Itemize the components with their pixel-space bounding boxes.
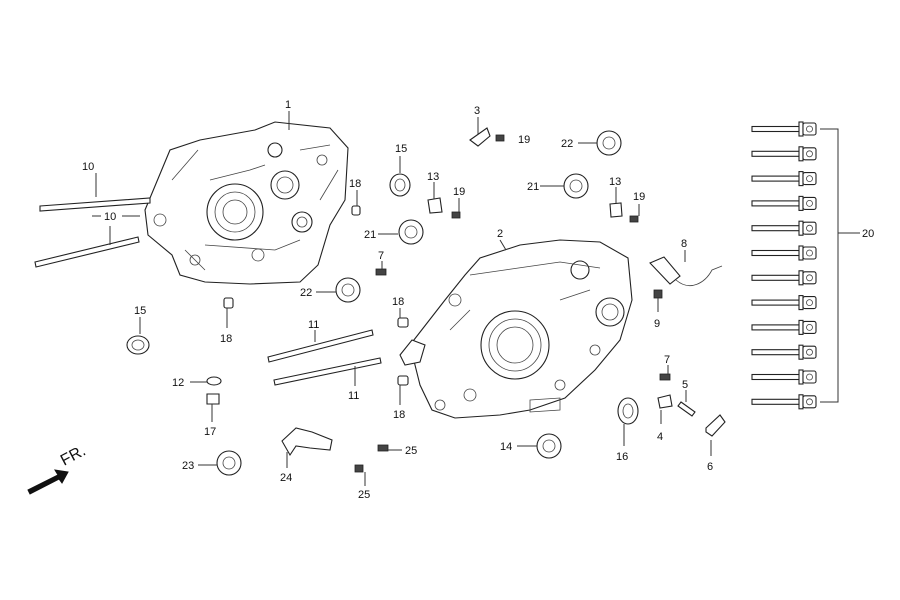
callout-10-lower: 10 [104, 211, 116, 223]
callout-12: 12 [172, 377, 184, 389]
flange-bolt [751, 245, 817, 261]
bearing-22-right [596, 130, 622, 156]
callout-17: 17 [204, 426, 216, 438]
callout-22-left: 22 [300, 287, 312, 299]
callout-19-b: 19 [453, 186, 465, 198]
callout-9: 9 [654, 318, 660, 330]
callout-6: 6 [707, 461, 713, 473]
callout-5: 5 [682, 379, 688, 391]
flange-bolt [751, 121, 817, 137]
flange-bolt [751, 295, 817, 311]
right-crankcase [399, 239, 633, 419]
callout-18-d: 18 [393, 409, 405, 421]
callout-10-upper: 10 [82, 161, 94, 173]
bearing-15-upper [389, 173, 411, 197]
callout-21-left: 21 [364, 229, 376, 241]
long-bolts-10 [34, 197, 151, 268]
bearing-14 [536, 433, 562, 459]
callout-22-right: 22 [561, 138, 573, 150]
flange-bolt [751, 344, 817, 360]
callout-24: 24 [280, 472, 292, 484]
callout-21-right: 21 [527, 181, 539, 193]
callout-11-lower: 11 [348, 390, 359, 402]
callout-25-bottom: 25 [358, 489, 370, 501]
callout-18-a: 18 [349, 178, 361, 190]
bearing-23 [216, 450, 242, 476]
callout-15-lower: 15 [134, 305, 146, 317]
leader-lines [92, 111, 712, 486]
bearing-15-lower [126, 335, 150, 355]
callout-7-upper: 7 [378, 250, 384, 262]
flange-bolt [751, 195, 817, 211]
callout-19-c: 19 [633, 191, 645, 203]
left-crankcase [144, 121, 349, 285]
callout-14: 14 [500, 441, 512, 453]
callout-2: 2 [497, 228, 503, 240]
callout-8: 8 [681, 238, 687, 250]
studs-11 [267, 329, 382, 386]
parts-4-5-6 [657, 394, 726, 437]
callout-13-right: 13 [609, 176, 621, 188]
callout-19-a: 19 [518, 134, 530, 146]
flange-bolt [751, 171, 817, 187]
seal-16 [617, 397, 639, 425]
front-direction-arrow: FR. [27, 442, 89, 495]
callout-18-c: 18 [392, 296, 404, 308]
bearing-21-left [398, 219, 424, 245]
bracket-24 [281, 427, 333, 457]
callout-25-right: 25 [405, 445, 417, 457]
callout-3: 3 [474, 105, 480, 117]
bracket-3 [469, 127, 491, 147]
callout-4: 4 [657, 431, 663, 443]
front-direction-label: FR. [58, 442, 89, 469]
flange-bolt [751, 270, 817, 286]
flange-bolt [751, 220, 817, 236]
callout-11-upper: 11 [308, 319, 319, 331]
callout-18-b: 18 [220, 333, 232, 345]
callout-labels: 1 2 3 4 5 6 7 7 8 9 10 10 11 11 12 13 13… [82, 99, 874, 501]
bearing-22-left [335, 277, 361, 303]
callout-13-left: 13 [427, 171, 439, 183]
callout-20: 20 [862, 228, 874, 240]
sensor-8 [649, 256, 723, 286]
clip-13-left [427, 197, 443, 214]
callout-1: 1 [285, 99, 291, 111]
flange-bolt [751, 394, 817, 410]
bolt-set-20 [751, 121, 860, 410]
callout-7-lower: 7 [664, 354, 670, 366]
callout-16: 16 [616, 451, 628, 463]
callout-23: 23 [182, 460, 194, 472]
clip-13-right [609, 202, 623, 218]
dowel-pins-18 [223, 205, 409, 386]
small-bolts [206, 134, 671, 473]
flange-bolt [751, 146, 817, 162]
bearing-21-right [563, 173, 589, 199]
flange-bolt [751, 319, 817, 335]
callout-15-upper: 15 [395, 143, 407, 155]
flange-bolt [751, 369, 817, 385]
